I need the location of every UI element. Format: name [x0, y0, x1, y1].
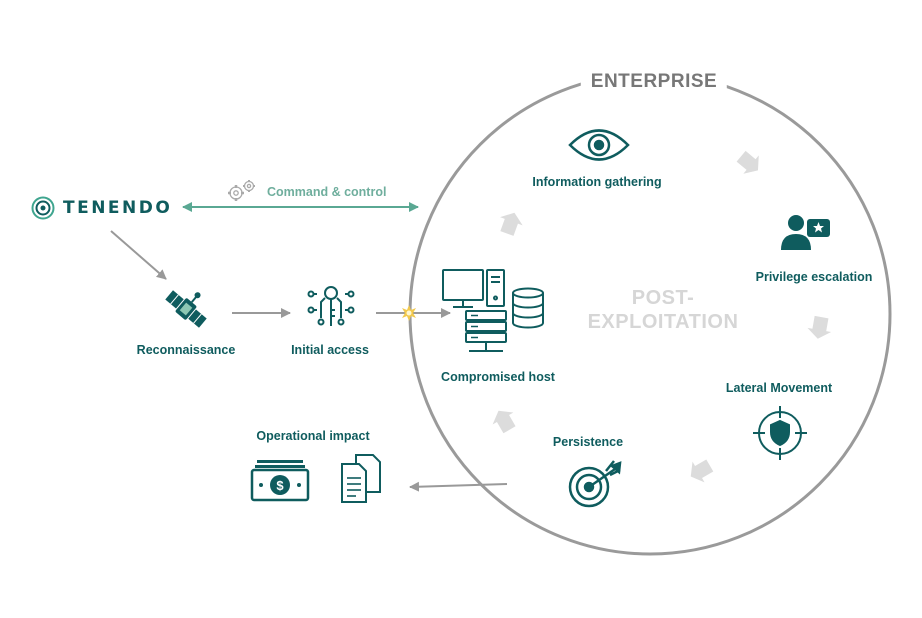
privilege-escalation-label: Privilege escalation	[755, 270, 873, 284]
svg-text:$: $	[276, 478, 284, 493]
key-circuit-icon	[307, 286, 355, 326]
money-icon: $	[250, 460, 310, 502]
database-icon	[512, 287, 544, 329]
cycle-arrow	[733, 147, 766, 180]
cycle-arrow	[684, 455, 716, 487]
operational-impact-label: Operational impact	[256, 429, 370, 443]
bullseye-icon	[568, 460, 622, 508]
documents-icon	[341, 454, 381, 503]
brand-name: TENENDO	[63, 198, 173, 218]
logo-icon	[31, 196, 55, 220]
logo-to-recon-arrow	[110, 230, 167, 280]
command-control-label: Command & control	[267, 185, 387, 199]
brand-logo: TENENDO	[31, 196, 172, 220]
post-exploitation-line2: EXPLOITATION	[587, 311, 739, 333]
reconnaissance-label: Reconnaissance	[136, 343, 236, 357]
gear-icon	[228, 180, 255, 201]
computer-icon	[442, 269, 505, 308]
cycle-arrow	[495, 208, 526, 238]
eye-icon	[568, 129, 630, 161]
information-gathering-label: Information gathering	[532, 175, 662, 189]
user-star-icon	[781, 215, 830, 250]
initial-access-label: Initial access	[291, 343, 369, 357]
cycle-arrow	[805, 315, 834, 341]
spark-icon	[402, 305, 416, 321]
cycle-arrow	[488, 404, 520, 436]
compromised-host-label: Compromised host	[441, 370, 555, 384]
enterprise-title: ENTERPRISE	[580, 71, 728, 93]
post-exploitation-line1: POST-	[631, 287, 695, 309]
lateral-movement-label: Lateral Movement	[725, 381, 833, 395]
persistence-to-impact-arrow	[409, 481, 508, 492]
post-exploitation-label: POST- EXPLOITATION	[588, 286, 739, 334]
persistence-label: Persistence	[552, 435, 624, 449]
server-icon	[465, 310, 507, 352]
target-shield-icon	[753, 406, 807, 460]
satellite-icon	[165, 290, 207, 328]
